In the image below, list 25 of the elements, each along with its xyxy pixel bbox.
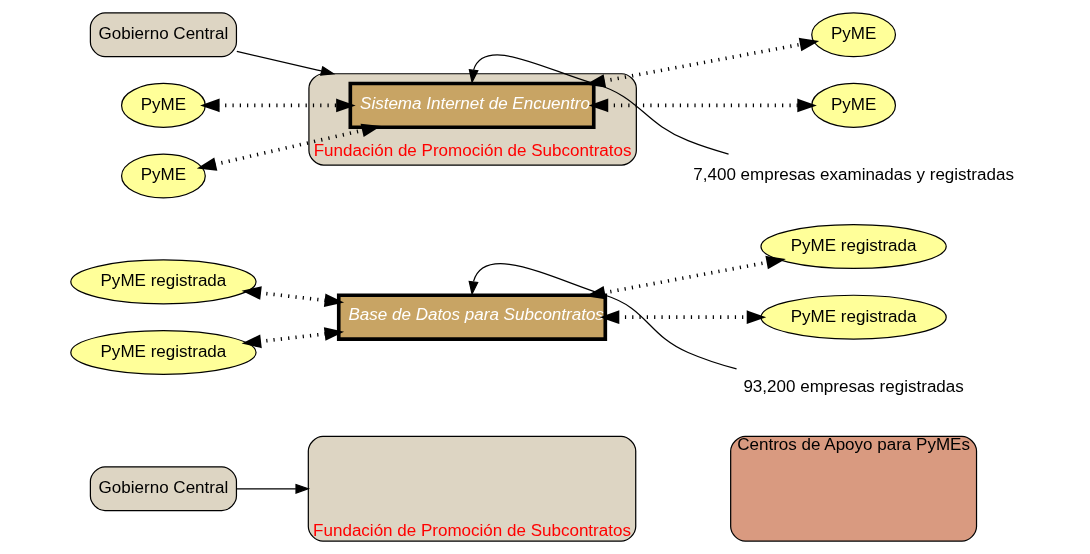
node-ellipse: PyME registrada — [70, 259, 257, 305]
arrow — [200, 98, 356, 113]
node-ellipse: PyME — [120, 82, 206, 128]
node-box: Base de Datos para Subcontratos — [336, 293, 608, 341]
arrow — [599, 310, 767, 324]
node-ellipse: PyME registrada — [70, 329, 257, 375]
arrow — [196, 123, 382, 171]
node-ellipse: PyME — [811, 82, 897, 128]
arrow — [588, 98, 817, 113]
node-ellipse: PyME — [811, 12, 897, 58]
node-ellipse: PyME registrada — [760, 294, 947, 340]
node-box: Gobierno Central — [89, 12, 238, 58]
arrow — [241, 286, 345, 308]
arrow — [241, 327, 345, 349]
node-ellipse: PyME — [120, 153, 206, 199]
node-text: 7,400 empresas examinadas y registradas — [693, 165, 1014, 185]
arrow — [468, 54, 730, 155]
arrow — [236, 50, 336, 76]
node-box: Centros de Apoyo para PyMEs — [730, 435, 978, 542]
arrow — [468, 263, 738, 370]
node-text: 93,200 empresas registradas — [743, 377, 964, 397]
arrow — [236, 483, 311, 494]
node-box: Sistema Internet de Encuentro — [348, 81, 596, 130]
node-box: Gobierno Central — [89, 466, 238, 512]
node-box: Fundación de Promoción de Subcontratos — [307, 435, 637, 542]
